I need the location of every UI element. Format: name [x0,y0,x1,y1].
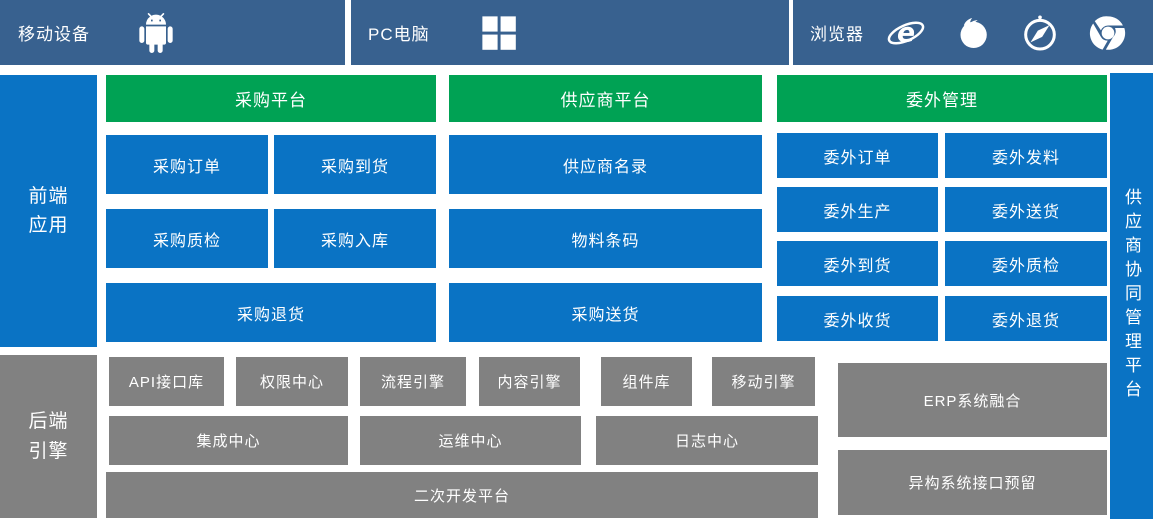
box-outsource-arrival: 委外到货 [777,241,938,286]
right-platform-bar: 供应商协同管理平台 [1110,73,1153,519]
box-mobile-engine: 移动引擎 [712,357,815,406]
windows-icon [478,12,520,54]
box-purchase-qc: 采购质检 [106,209,268,268]
header-outsourcing-management: 委外管理 [777,75,1107,122]
header-label: 采购平台 [235,91,307,110]
topbar-pc: PC电脑 [351,0,789,65]
platform-title: 供应商协同管理平台 [1122,188,1141,404]
box-hetero-interface: 异构系统接口预留 [838,450,1107,515]
box-label: 供应商名录 [562,158,648,176]
box-outsource-receipt: 委外收货 [777,296,938,341]
safari-icon [1020,13,1060,53]
box-label: 委外发料 [991,149,1060,167]
browsers-label: 浏览器 [810,25,864,44]
header-label: 供应商平台 [560,91,651,110]
box-label: API接口库 [128,374,205,391]
frontend-sidebar-label: 前端应用 [28,185,69,236]
box-label: 采购入库 [320,232,389,250]
chrome-icon [1088,13,1128,53]
box-label: 委外退货 [991,312,1060,330]
box-label: 委外质检 [991,257,1060,275]
box-label: 委外到货 [823,257,892,275]
box-label: 权限中心 [259,374,324,391]
box-api-library: API接口库 [109,357,224,406]
box-label: 内容引擎 [497,374,562,391]
mobile-devices-label: 移动设备 [18,25,90,44]
box-label: 物料条码 [571,232,640,250]
firefox-icon [954,14,992,52]
header-supplier-platform: 供应商平台 [449,75,762,122]
topbar-mobile-devices: 移动设备 [0,0,345,65]
box-label: 运维中心 [438,433,503,450]
ie-icon: e [886,13,926,53]
box-label: 采购订单 [152,158,221,176]
box-label: 异构系统接口预留 [908,475,1037,492]
svg-text:e: e [897,17,915,48]
box-material-barcode: 物料条码 [449,209,762,268]
box-label: 采购到货 [320,158,389,176]
box-content-engine: 内容引擎 [479,357,580,406]
box-purchase-warehousing: 采购入库 [274,209,436,268]
box-outsource-material-issue: 委外发料 [945,133,1107,178]
android-icon [136,11,176,55]
box-process-engine: 流程引擎 [360,357,466,406]
box-label: 委外收货 [823,312,892,330]
box-label: 采购质检 [152,232,221,250]
box-secondary-dev-platform: 二次开发平台 [106,472,818,518]
pc-label: PC电脑 [368,25,430,44]
box-label: 移动引擎 [731,374,796,391]
box-label: 集成中心 [196,433,261,450]
box-label: 组件库 [622,374,671,391]
backend-sidebar-label: 后端引擎 [28,411,69,462]
box-label: 采购送货 [571,306,640,324]
box-label: ERP系统融合 [923,392,1022,410]
frontend-sidebar: 前端应用 [0,75,97,347]
box-label: 二次开发平台 [413,487,510,505]
box-outsource-order: 委外订单 [777,133,938,178]
box-label: 委外订单 [823,149,892,167]
box-supplier-directory: 供应商名录 [449,135,762,194]
box-integration-center: 集成中心 [109,416,348,465]
box-log-center: 日志中心 [596,416,818,465]
box-erp-integration: ERP系统融合 [838,363,1107,437]
box-ops-center: 运维中心 [360,416,581,465]
box-label: 流程引擎 [380,374,445,391]
backend-sidebar: 后端引擎 [0,355,97,518]
topbar-browsers: 浏览器 e [793,0,1153,65]
box-purchase-delivery: 采购送货 [449,283,762,342]
box-label: 委外送货 [991,203,1060,221]
box-permission-center: 权限中心 [236,357,348,406]
box-outsource-return: 委外退货 [945,296,1107,341]
box-label: 委外生产 [823,203,892,221]
header-label: 委外管理 [906,91,978,110]
box-outsource-production: 委外生产 [777,187,938,232]
box-purchase-arrival: 采购到货 [274,135,436,194]
box-purchase-order: 采购订单 [106,135,268,194]
header-procurement-platform: 采购平台 [106,75,436,122]
box-outsource-qc: 委外质检 [945,241,1107,286]
box-label: 日志中心 [674,433,739,450]
box-purchase-return: 采购退货 [106,283,436,342]
box-label: 采购退货 [236,306,305,324]
box-outsource-delivery: 委外送货 [945,187,1107,232]
box-component-library: 组件库 [601,357,692,406]
